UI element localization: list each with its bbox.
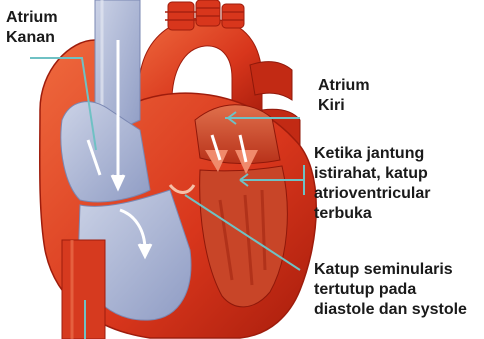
label-ketika-line2: istirahat, katup [314, 164, 430, 184]
label-atrium-kiri-line2: Kiri [318, 96, 370, 116]
inferior-vena-cava [62, 240, 105, 339]
label-katup-line3: diastole dan systole [314, 300, 467, 320]
label-ketika-jantung: Ketika jantung istirahat, katup atrioven… [314, 144, 430, 224]
label-ketika-line4: terbuka [314, 204, 430, 224]
label-ketika-line3: atrioventricular [314, 184, 430, 204]
label-atrium-kanan-line1: Atrium [6, 8, 58, 28]
label-atrium-kiri-line1: Atrium [318, 76, 370, 96]
label-atrium-kanan-line2: Kanan [6, 28, 58, 48]
label-atrium-kiri: Atrium Kiri [318, 76, 370, 116]
label-atrium-kanan: Atrium Kanan [6, 8, 58, 48]
label-ketika-line1: Ketika jantung [314, 144, 430, 164]
label-katup-line1: Katup seminularis [314, 260, 467, 280]
label-katup-seminularis: Katup seminularis tertutup pada diastole… [314, 260, 467, 320]
label-katup-line2: tertutup pada [314, 280, 467, 300]
